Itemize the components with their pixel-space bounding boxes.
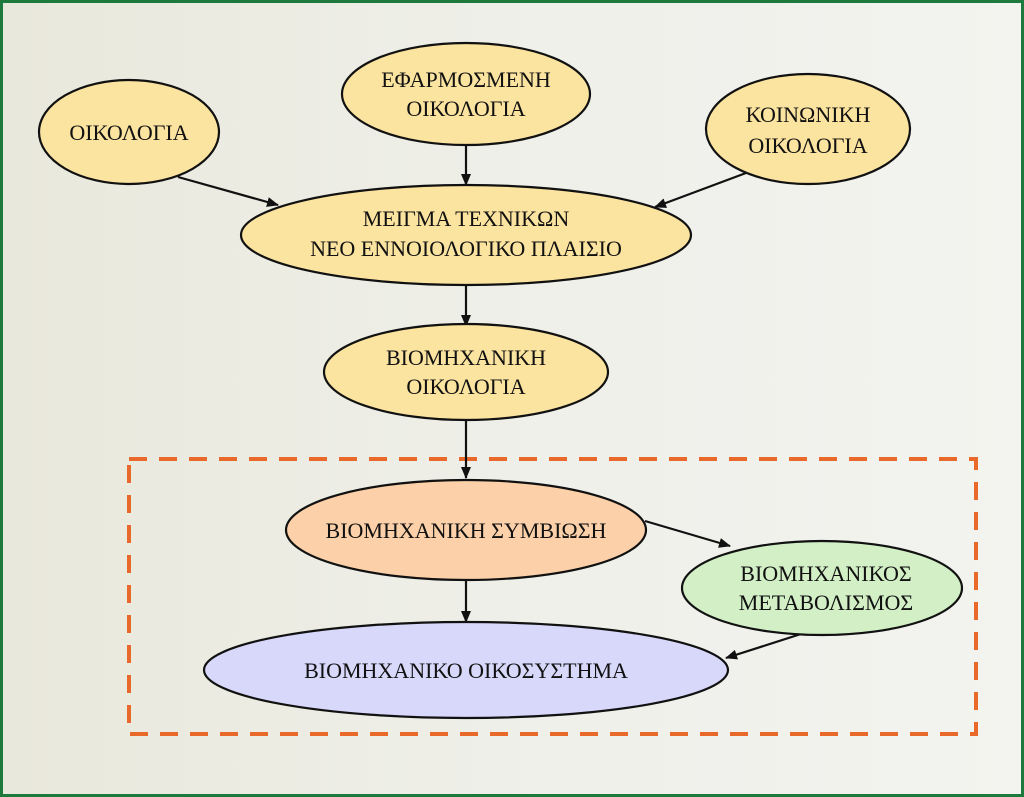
diagram-canvas: ΟΙΚΟΛΟΓΙΑ ΕΦΑΡΜΟΣΜΕΝΗ ΟΙΚΟΛΟΓΙΑ ΚΟΙΝΩΝΙΚ… <box>37 41 978 736</box>
edge-symbiosis-to-metabolism <box>644 519 731 548</box>
node-industrial-ecology: ΒΙΟΜΗΧΑΝΙΚΗ ΟΙΚΟΛΟΓΙΑ <box>322 322 610 422</box>
edge-metabolism-to-ecosystem <box>725 632 802 660</box>
node-industrial-metabolism-line-2: ΜΕΤΑΒΟΛΙΣΜΟΣ <box>739 590 913 615</box>
node-blend-of-techniques-shape <box>239 183 693 287</box>
node-industrial-ecology-line-2: ΟΙΚΟΛΟΓΙΑ <box>406 374 525 399</box>
node-industrial-metabolism: ΒΙΟΜΗΧΑΝΙΚΟΣ ΜΕΤΑΒΟΛΙΣΜΟΣ <box>680 539 964 637</box>
svg-text:ΟΙΚΟΛΟΓΙΑ: ΟΙΚΟΛΟΓΙΑ <box>406 96 525 121</box>
node-industrial-metabolism-shape <box>680 539 964 637</box>
node-ecology-shape <box>37 78 221 186</box>
svg-text:ΒΙΟΜΗΧΑΝΙΚΟΣ: ΒΙΟΜΗΧΑΝΙΚΟΣ <box>740 561 911 586</box>
svg-text:ΟΙΚΟΛΟΓΙΑ: ΟΙΚΟΛΟΓΙΑ <box>406 374 525 399</box>
node-blend-line-1: ΜΕΙΓΜΑ ΤΕΧΝΙΚΩΝ <box>363 206 570 231</box>
node-industrial-symbiosis-label: ΒΙΟΜΗΧΑΝΙΚΗ ΣΥΜΒΙΩΣΗ <box>326 518 607 543</box>
node-industrial-ecosystem-label: ΒΙΟΜΗΧΑΝΙΚΟ ΟΙΚΟΣΥΣΤΗΜΑ <box>304 658 628 683</box>
svg-text:ΜΕΙΓΜΑ ΤΕΧΝΙΚΩΝ: ΜΕΙΓΜΑ ΤΕΧΝΙΚΩΝ <box>363 206 570 231</box>
svg-text:ΟΙΚΟΛΟΓΙΑ: ΟΙΚΟΛΟΓΙΑ <box>748 133 867 158</box>
node-industrial-metabolism-line-1: ΒΙΟΜΗΧΑΝΙΚΟΣ <box>740 561 911 586</box>
node-industrial-symbiosis: ΒΙΟΜΗΧΑΝΙΚΗ ΣΥΜΒΙΩΣΗ <box>284 478 648 582</box>
node-social-ecology-line-2: ΟΙΚΟΛΟΓΙΑ <box>748 133 867 158</box>
edge-ecology-to-blend <box>177 175 279 207</box>
group-dashed-box <box>127 457 978 736</box>
node-industrial-ecology-line-1: ΒΙΟΜΗΧΑΝΙΚΗ <box>386 345 546 370</box>
svg-text:ΟΙΚΟΛΟΓΙΑ: ΟΙΚΟΛΟΓΙΑ <box>69 120 188 145</box>
edges <box>177 144 802 660</box>
node-ecology: ΟΙΚΟΛΟΓΙΑ <box>37 78 221 186</box>
node-ecology-label: ΟΙΚΟΛΟΓΙΑ <box>69 120 188 145</box>
node-industrial-ecosystem: ΒΙΟΜΗΧΑΝΙΚΟ ΟΙΚΟΣΥΣΤΗΜΑ <box>202 620 730 720</box>
svg-text:ΝΕΟ ΕΝΝΟΙΟΛΟΓΙΚΟ ΠΛΑΙΣΙΟ: ΝΕΟ ΕΝΝΟΙΟΛΟΓΙΚΟ ΠΛΑΙΣΙΟ <box>310 236 622 261</box>
node-applied-ecology-line-1: ΕΦΑΡΜΟΣΜΕΝΗ <box>381 67 551 92</box>
edge-social-to-blend <box>654 171 747 209</box>
node-applied-ecology-shape <box>340 41 592 147</box>
node-social-ecology: ΚΟΙΝΩΝΙΚΗ ΟΙΚΟΛΟΓΙΑ <box>704 72 912 186</box>
svg-text:ΒΙΟΜΗΧΑΝΙΚΗ ΣΥΜΒΙΩΣΗ: ΒΙΟΜΗΧΑΝΙΚΗ ΣΥΜΒΙΩΣΗ <box>326 518 607 543</box>
svg-text:ΚΟΙΝΩΝΙΚΗ: ΚΟΙΝΩΝΙΚΗ <box>746 102 871 127</box>
node-industrial-ecology-shape <box>322 322 610 422</box>
node-blend-line-2: ΝΕΟ ΕΝΝΟΙΟΛΟΓΙΚΟ ΠΛΑΙΣΙΟ <box>310 236 622 261</box>
svg-text:ΒΙΟΜΗΧΑΝΙΚΗ: ΒΙΟΜΗΧΑΝΙΚΗ <box>386 345 546 370</box>
svg-text:ΜΕΤΑΒΟΛΙΣΜΟΣ: ΜΕΤΑΒΟΛΙΣΜΟΣ <box>739 590 913 615</box>
node-social-ecology-shape <box>704 72 912 186</box>
node-blend-of-techniques: ΜΕΙΓΜΑ ΤΕΧΝΙΚΩΝ ΝΕΟ ΕΝΝΟΙΟΛΟΓΙΚΟ ΠΛΑΙΣΙΟ <box>239 183 693 287</box>
svg-text:ΒΙΟΜΗΧΑΝΙΚΟ ΟΙΚΟΣΥΣΤΗΜΑ: ΒΙΟΜΗΧΑΝΙΚΟ ΟΙΚΟΣΥΣΤΗΜΑ <box>304 658 628 683</box>
node-industrial-symbiosis-shape <box>284 478 648 582</box>
node-social-ecology-line-1: ΚΟΙΝΩΝΙΚΗ <box>746 102 871 127</box>
svg-text:ΕΦΑΡΜΟΣΜΕΝΗ: ΕΦΑΡΜΟΣΜΕΝΗ <box>381 67 551 92</box>
node-industrial-ecosystem-shape <box>202 620 730 720</box>
node-applied-ecology: ΕΦΑΡΜΟΣΜΕΝΗ ΟΙΚΟΛΟΓΙΑ <box>340 41 592 147</box>
node-applied-ecology-line-2: ΟΙΚΟΛΟΓΙΑ <box>406 96 525 121</box>
